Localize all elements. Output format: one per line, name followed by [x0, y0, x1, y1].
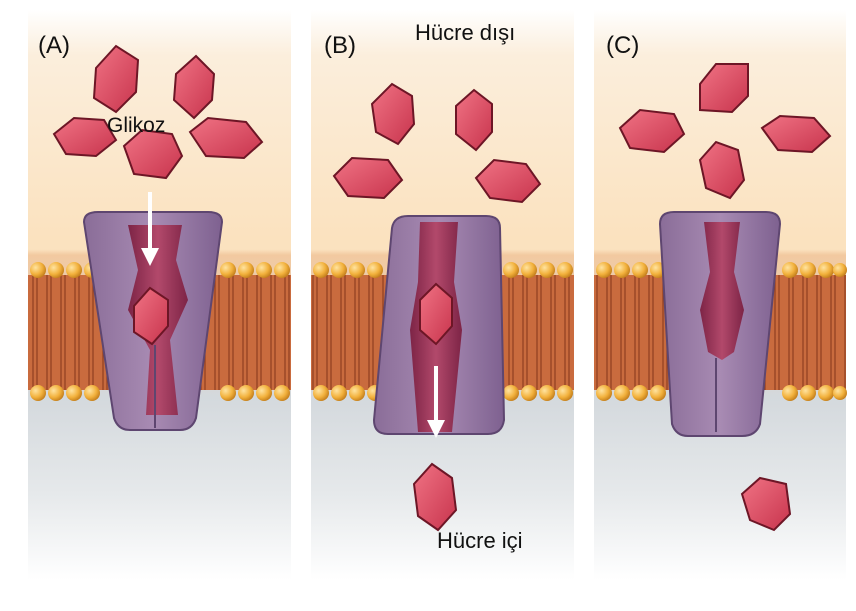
panel-c: [594, 10, 847, 580]
panel-a: [28, 10, 291, 580]
glucose-label: Glikoz: [107, 114, 165, 137]
extracellular-label: Hücre dışı: [415, 20, 515, 45]
panel-c-transporter-protein: [660, 212, 780, 436]
panel-c-label: (C): [606, 32, 639, 59]
panel-b-label: (B): [324, 32, 356, 59]
intracellular-label: Hücre içi: [437, 528, 523, 553]
panel-b: [311, 10, 574, 580]
panel-a-label: (A): [38, 32, 70, 59]
